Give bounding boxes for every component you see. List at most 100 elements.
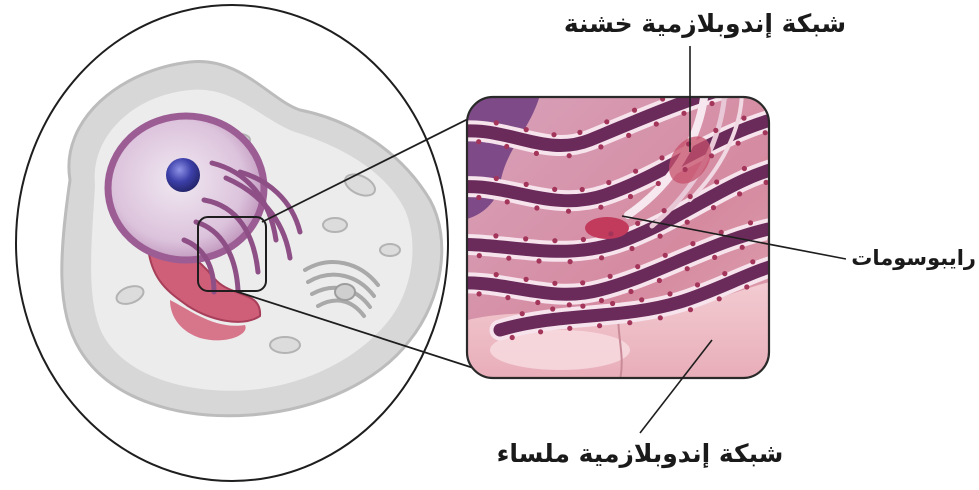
ribosome-dot bbox=[580, 187, 585, 192]
ribosome-dot bbox=[606, 180, 611, 185]
ribosome-dot bbox=[736, 141, 741, 146]
ribosome-dot bbox=[709, 153, 714, 158]
ribosome-dot bbox=[742, 166, 747, 171]
ribosome-dot bbox=[536, 258, 541, 263]
ribosome-dot bbox=[597, 323, 602, 328]
ribosome-dot bbox=[711, 205, 716, 210]
ribosome-dot bbox=[717, 296, 722, 301]
ribosome-dot bbox=[722, 271, 727, 276]
ribosome-dot bbox=[685, 220, 690, 225]
ribosome-dot bbox=[494, 120, 499, 125]
ribosome-dot bbox=[523, 236, 528, 241]
ribosome-dot bbox=[598, 144, 603, 149]
ribosome-dot bbox=[744, 284, 749, 289]
ribosome-dot bbox=[627, 320, 632, 325]
ribosome-dot bbox=[608, 274, 613, 279]
er-lumen-red-patch bbox=[585, 217, 629, 239]
ribosome-dot bbox=[610, 301, 615, 306]
ribosome-dot bbox=[449, 196, 454, 201]
ribosome-dot bbox=[662, 208, 667, 213]
ribosome-dot bbox=[688, 86, 693, 91]
ribosome-dot bbox=[717, 76, 722, 81]
ribosome-dot bbox=[524, 277, 529, 282]
ribosome-dot bbox=[663, 253, 668, 258]
zoom-inset bbox=[440, 60, 790, 390]
ribosome-dot bbox=[504, 144, 509, 149]
ribosome-dot bbox=[520, 311, 525, 316]
ribosome-dot bbox=[681, 111, 686, 116]
ribosome-dot bbox=[709, 101, 714, 106]
ribosome-dot bbox=[448, 292, 453, 297]
ribosome-dot bbox=[748, 220, 753, 225]
ribosome-dot bbox=[626, 133, 631, 138]
ribosome-dot bbox=[476, 139, 481, 144]
ribosome-dot bbox=[737, 191, 742, 196]
label-smooth-er: شبكة إندوبلازمية ملساء bbox=[470, 436, 810, 472]
ribosome-dot bbox=[566, 209, 571, 214]
ribosome-dot bbox=[494, 176, 499, 181]
ribosome-dot bbox=[741, 116, 746, 121]
ribosome-dot bbox=[772, 155, 777, 160]
ribosome-dot bbox=[658, 315, 663, 320]
ribosome-dot bbox=[510, 335, 515, 340]
ribosome-dot bbox=[505, 199, 510, 204]
ribosome-dot bbox=[781, 250, 786, 255]
ribosome-dot bbox=[477, 291, 482, 296]
ribosome-dot bbox=[599, 298, 604, 303]
ribosome-dot bbox=[534, 205, 539, 210]
ribosome-dot bbox=[567, 326, 572, 331]
ribosome-dot bbox=[608, 231, 613, 236]
ribosome-dot bbox=[778, 213, 783, 218]
ribosome-dot bbox=[775, 60, 780, 65]
ribosome-dot bbox=[667, 291, 672, 296]
ribosome-dot bbox=[599, 255, 604, 260]
ribosome-dot bbox=[635, 221, 640, 226]
ribosome-dot bbox=[568, 259, 573, 264]
ribosome-dot bbox=[581, 237, 586, 242]
ribosome-dot bbox=[552, 238, 557, 243]
ribosome-dot bbox=[494, 272, 499, 277]
ribosome-dot bbox=[740, 245, 745, 250]
ribosome-dot bbox=[771, 274, 776, 279]
ribosome-dot bbox=[659, 155, 664, 160]
ribosome-dot bbox=[567, 153, 572, 158]
ribosome-dot bbox=[654, 121, 659, 126]
ribosome-dot bbox=[552, 281, 557, 286]
ribosome-dot bbox=[635, 264, 640, 269]
ribosome-dot bbox=[657, 278, 662, 283]
ribosome-dot bbox=[628, 194, 633, 199]
ribosome-dot bbox=[477, 253, 482, 258]
ribosome-dot bbox=[633, 169, 638, 174]
ribosome-dot bbox=[628, 289, 633, 294]
ribosome-dot bbox=[688, 194, 693, 199]
ribosome-dot bbox=[763, 130, 768, 135]
ribosome-dot bbox=[550, 306, 555, 311]
ribosome-dot bbox=[538, 329, 543, 334]
ribosome-dot bbox=[639, 297, 644, 302]
ribosome-dot bbox=[712, 255, 717, 260]
ribosome-dot bbox=[713, 128, 718, 133]
ribosome-dot bbox=[534, 151, 539, 156]
ribosome-dot bbox=[688, 307, 693, 312]
ribosome-dot bbox=[598, 205, 603, 210]
ribosome-dot bbox=[683, 167, 688, 172]
ribosome-dot bbox=[506, 256, 511, 261]
ribosome-dot bbox=[505, 295, 510, 300]
ribosome-dot bbox=[449, 140, 454, 145]
ribosome-dot bbox=[567, 302, 572, 307]
ribosome-dot bbox=[766, 84, 771, 89]
ribosome-dot bbox=[577, 130, 582, 135]
ribosome-dot bbox=[604, 119, 609, 124]
ribosome-dot bbox=[685, 266, 690, 271]
ribosome-dot bbox=[695, 282, 700, 287]
ribosome-dot bbox=[524, 182, 529, 187]
ribosome-dot bbox=[632, 108, 637, 113]
ribosome-dot bbox=[476, 195, 481, 200]
ribosome-dot bbox=[580, 304, 585, 309]
label-rough-er: شبكة إندوبلازمية خشنة bbox=[530, 6, 880, 42]
ribosome-dot bbox=[750, 259, 755, 264]
ribosome-dot bbox=[629, 246, 634, 251]
ribosome-dot bbox=[746, 68, 751, 73]
ribosome-dot bbox=[580, 280, 585, 285]
ribosome-dot bbox=[493, 233, 498, 238]
